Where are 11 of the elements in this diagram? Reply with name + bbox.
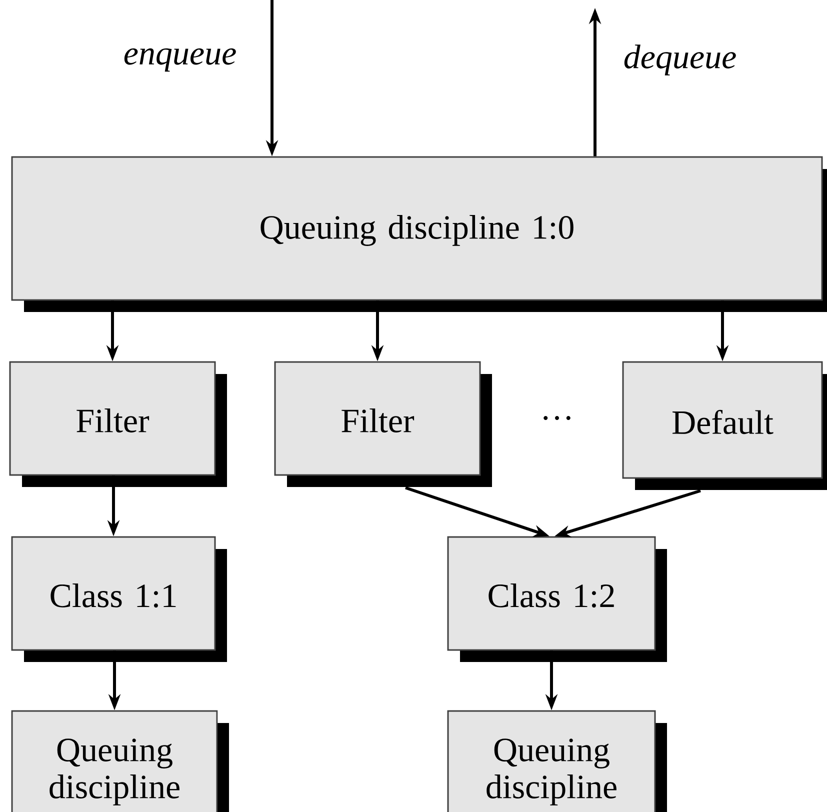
process-box: Filter [274,361,492,487]
process-box: Class 1:2 [447,536,667,662]
process-box: Class 1:1 [11,536,227,662]
process-box: Filter [9,361,227,487]
process-box: Queuing discipline [11,710,229,812]
ellipsis: … [544,416,570,420]
edge-label: dequeue [622,44,738,76]
process-box: Queuing discipline [447,710,667,812]
edge-label: enqueue [122,47,238,73]
process-box: Queuing discipline 1:0 [11,156,827,312]
process-box: Default [622,361,827,490]
